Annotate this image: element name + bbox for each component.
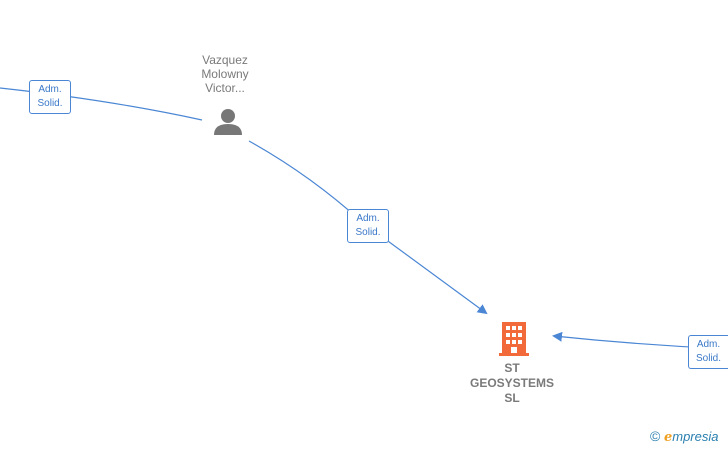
company-name[interactable]: ST GEOSYSTEMS SL bbox=[462, 361, 562, 406]
edge-label-role-line-1: Adm. bbox=[38, 84, 62, 95]
edge-offscreen-to-person bbox=[0, 87, 203, 121]
edge-label-role-line-2: Solid. bbox=[37, 98, 63, 109]
person-name-line-1: Vazquez bbox=[202, 53, 248, 67]
person-name-line-3: Victor... bbox=[205, 81, 245, 95]
edge-label-adm-solid-center[interactable]: Adm. Solid. bbox=[347, 209, 389, 243]
copyright-symbol: © bbox=[650, 428, 661, 444]
company-name-line-3: SL bbox=[504, 391, 520, 405]
edge-label-adm-solid-left[interactable]: Adm. Solid. bbox=[29, 80, 71, 114]
person-name-line-2: Molowny bbox=[201, 67, 249, 81]
building-icon[interactable] bbox=[499, 322, 529, 356]
logo-text: mpresia bbox=[672, 429, 719, 444]
company-name-line-1: ST bbox=[504, 361, 520, 375]
edge-label-adm-solid-right[interactable]: Adm. Solid. bbox=[688, 335, 728, 369]
edge-label-role-line-1: Adm. bbox=[696, 339, 721, 350]
edge-label-role-line-2: Solid. bbox=[355, 227, 381, 238]
person-icon[interactable] bbox=[213, 108, 243, 136]
company-name-line-2: GEOSYSTEMS bbox=[469, 376, 555, 390]
person-name[interactable]: Vazquez Molowny Victor... bbox=[185, 53, 265, 95]
edge-label-role-line-2: Solid. bbox=[695, 353, 721, 364]
logo-initial: e bbox=[663, 430, 673, 445]
empresia-logo: © empresia bbox=[650, 428, 718, 448]
edge-label-role-line-1: Adm. bbox=[356, 213, 380, 224]
